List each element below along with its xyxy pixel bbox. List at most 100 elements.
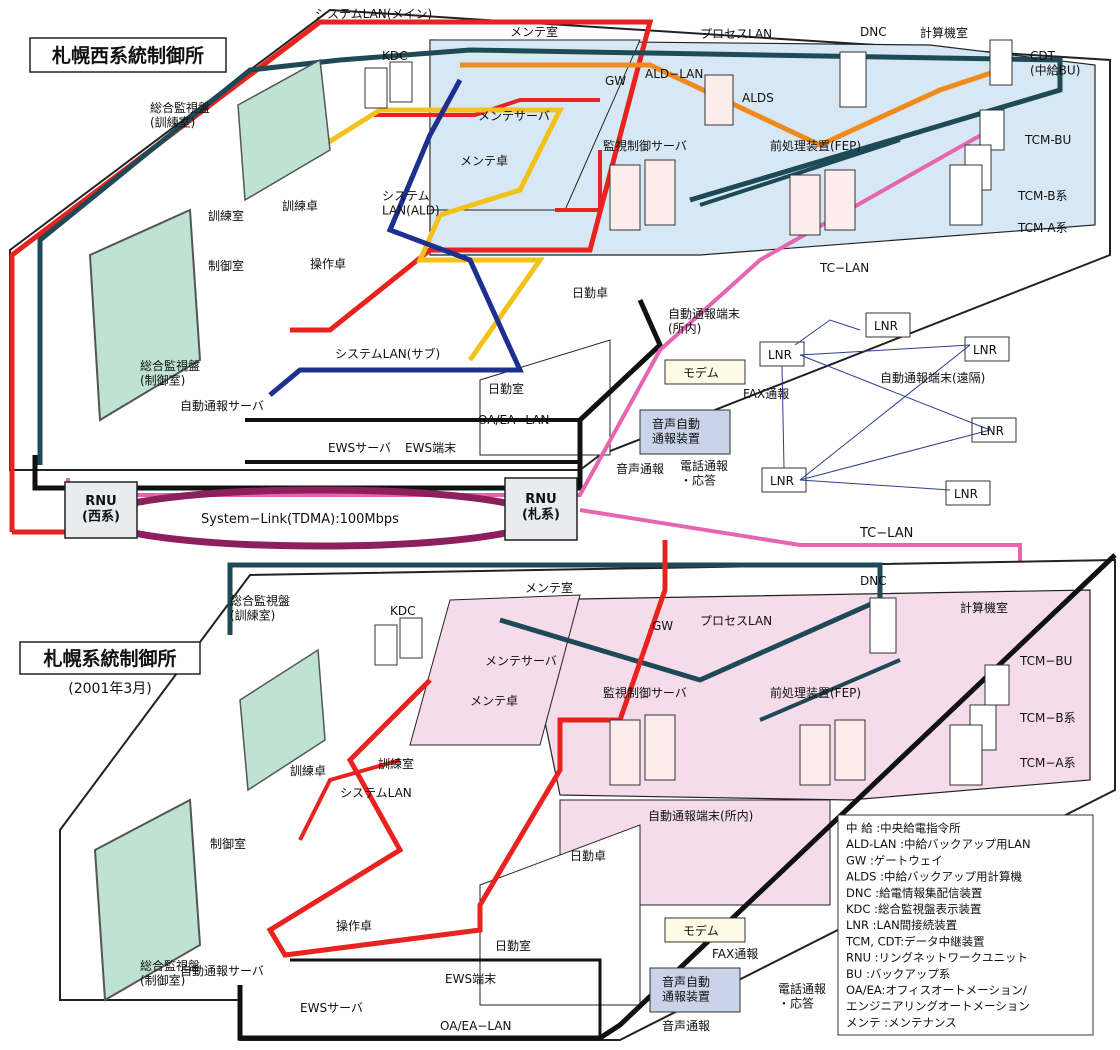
top-fax-label: FAX通報 <box>743 387 789 401</box>
bottom-modem-label: モデム <box>683 923 719 938</box>
bottom-dnc-label: DNC <box>860 574 887 588</box>
legend-line: LNR :LAN間接続装置 <box>846 918 957 932</box>
bottom-server-2 <box>645 715 675 780</box>
legend-line: ALD-LAN :中給バックアップ用LAN <box>846 837 1031 851</box>
bottom-control-room-label: 制御室 <box>210 836 246 851</box>
bottom-oa-lan-label: OA/EA−LAN <box>440 1019 511 1033</box>
top-tcm-a-label: TCM-A系 <box>1017 221 1068 235</box>
bottom-maint-server-label: メンテサーバ <box>485 654 557 668</box>
top-dnc-box <box>840 52 866 107</box>
top-cdt-box <box>990 40 1012 85</box>
top-control-room-label: 制御室 <box>208 258 244 273</box>
top-duty-room-label: 日勤室 <box>488 381 524 396</box>
bottom-process-lan-label: プロセスLAN <box>700 614 772 628</box>
top-training-desk-label: 訓練卓 <box>282 198 318 213</box>
bottom-maint-desk-label: メンテ卓 <box>470 694 518 708</box>
bottom-computer-room-label: 計算機室 <box>960 600 1008 615</box>
top-phone-report-label: 電話通報・応答 <box>680 458 728 487</box>
bottom-sup-server-label: 監視制御サーバ <box>603 685 687 700</box>
bottom-duty-room-label: 日勤室 <box>495 938 531 953</box>
top-duty-desk-label: 日勤卓 <box>572 286 608 300</box>
top-server-1 <box>610 165 640 230</box>
bottom-fep-2 <box>835 720 865 780</box>
link-tc-lan-label: TC−LAN <box>859 526 913 541</box>
system-link-label: System−Link(TDMA):100Mbps <box>201 512 399 527</box>
bottom-voice-report-label: 音声通報 <box>662 1018 710 1033</box>
top-lan-sub-label: システムLAN(サブ) <box>335 346 440 361</box>
bottom-dnc-box <box>870 598 896 653</box>
legend-line: BU :バックアップ系 <box>846 967 950 981</box>
top-tcm-bu-box <box>980 110 1004 150</box>
bottom-fax-label: FAX通報 <box>712 947 758 961</box>
bottom-kdc-label: KDC <box>390 604 416 618</box>
top-sup-server-label: 監視制御サーバ <box>603 138 687 153</box>
bottom-tcm-a-box <box>950 725 982 785</box>
bottom-phone-report-label: 電話通報・応答 <box>778 981 826 1010</box>
top-fep-1 <box>790 175 820 235</box>
legend-line: KDC :総合監視盤表示装置 <box>846 902 981 916</box>
top-ews-server-label: EWSサーバ <box>328 441 391 455</box>
top-auto-term-remote-label: 自動通報端末(遠隔) <box>880 371 985 385</box>
top-maint-room-label: メンテ室 <box>510 24 558 39</box>
top-voice-sys-label: 音声自動通報装置 <box>652 416 700 445</box>
top-ald-lan-label: ALD−LAN <box>645 67 703 81</box>
rnu-west-label: RNU(西系) <box>82 494 120 525</box>
bottom-kdc-2 <box>400 618 422 658</box>
bottom-training-room-label: 訓練室 <box>378 756 414 771</box>
top-server-2 <box>645 160 675 225</box>
legend-line: 中 給 :中央給電指令所 <box>846 821 961 835</box>
top-site-title: 札幌西系統制御所 <box>51 44 204 67</box>
top-tc-lan-label: TC−LAN <box>819 261 869 275</box>
top-tcm-a-box <box>950 165 982 225</box>
top-modem-label: モデム <box>683 365 719 380</box>
bottom-auto-server-label: 自動通報サーバ <box>180 964 264 978</box>
top-kdc-1 <box>365 68 387 108</box>
bottom-training-desk-label: 訓練卓 <box>290 763 326 778</box>
bottom-maint-room-label: メンテ室 <box>525 580 573 595</box>
top-maint-desk-label: メンテ卓 <box>460 154 508 168</box>
bottom-ews-term-label: EWS端末 <box>445 972 496 986</box>
top-oa-lan-label: OA/EA−LAN <box>478 413 549 427</box>
top-tcm-b-label: TCM-B系 <box>1017 189 1068 203</box>
top-kdc-2 <box>390 62 412 102</box>
legend-line: OA/EA:オフィスオートメーション/ <box>846 983 1027 997</box>
top-process-lan-label: プロセスLAN <box>700 27 772 41</box>
legend-line: エンジニアリングオートメーション <box>846 999 1030 1013</box>
top-auto-server-label: 自動通報サーバ <box>180 399 264 413</box>
bottom-gw-label: GW <box>652 619 673 633</box>
top-voice-report-label: 音声通報 <box>616 461 664 476</box>
bottom-system-lan-label: システムLAN <box>340 786 412 800</box>
top-fep-2 <box>825 170 855 230</box>
legend-line: GW :ゲートウェイ <box>846 853 943 867</box>
lnr-right-1-label: LNR <box>973 343 997 357</box>
bottom-kdc-1 <box>375 625 397 665</box>
top-cdt-label: CDT(中給BU) <box>1030 49 1080 77</box>
lnr-bottom-left-label: LNR <box>770 474 794 488</box>
lnr-center-label: LNR <box>768 348 792 362</box>
top-lan-main-label: システムLAN(メイン) <box>315 7 432 21</box>
bottom-tcm-a-label: TCM−A系 <box>1019 756 1076 770</box>
bottom-tcm-b-label: TCM−B系 <box>1019 711 1076 725</box>
lnr-top-label: LNR <box>874 319 898 333</box>
top-gw-label: GW <box>605 74 626 88</box>
bottom-duty-desk-label: 日勤卓 <box>570 849 606 863</box>
legend-line: TCM, CDT:データ中継装置 <box>845 934 985 948</box>
top-tcm-bu-label: TCM-BU <box>1024 133 1071 147</box>
top-op-desk-label: 操作卓 <box>310 256 346 271</box>
top-alds-label: ALDS <box>742 91 774 105</box>
bottom-server-1 <box>610 720 640 785</box>
top-training-room-label: 訓練室 <box>208 208 244 223</box>
bottom-site-title: 札幌系統制御所 <box>42 647 176 670</box>
legend-line: ALDS :中給バックアップ用計算機 <box>846 870 1022 884</box>
top-ews-term-label: EWS端末 <box>405 441 456 455</box>
top-maint-server-label: メンテサーバ <box>478 109 550 123</box>
top-dnc-label: DNC <box>860 25 887 39</box>
top-alds-box <box>705 75 733 125</box>
rnu-sapporo-label: RNU(札系) <box>522 492 560 523</box>
top-fep-label: 前処理装置(FEP) <box>770 138 861 153</box>
bottom-voice-sys-label: 音声自動通報装置 <box>662 974 710 1003</box>
legend-line: DNC :給電情報集配信装置 <box>846 886 983 900</box>
bottom-tcm-bu-label: TCM−BU <box>1019 654 1072 668</box>
